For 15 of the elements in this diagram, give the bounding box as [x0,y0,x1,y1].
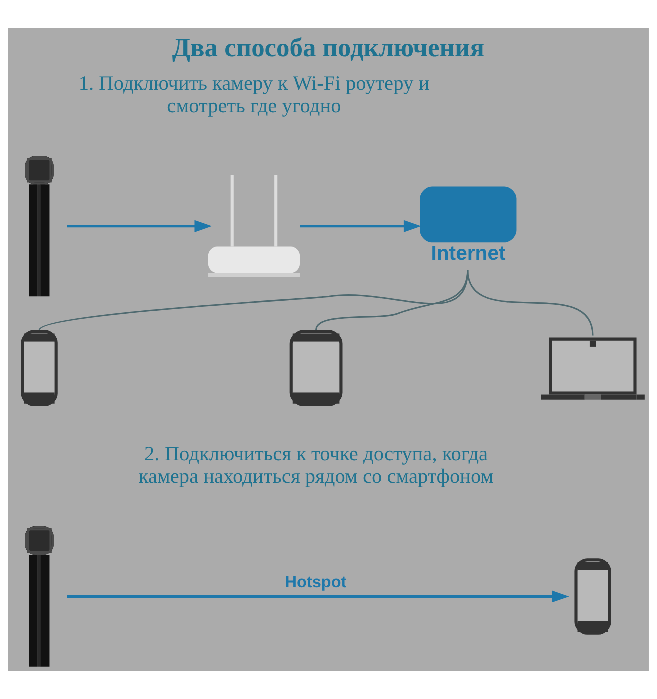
node-picture [290,330,343,406]
label: 2. Подключиться к точке доступа, когда камера находиться рядом со смартфоном [138,443,494,488]
arrow [300,220,422,232]
arrow [67,590,570,603]
connector [316,270,469,330]
node-label: Internet [431,242,506,265]
connector [467,270,594,336]
label: 1. Подключить камеру к Wi-Fi роутеру и смотреть где угодно [78,73,430,118]
arrow [67,220,212,232]
node-box [420,186,517,243]
connector [39,270,469,331]
diagram-title: Два способа подключения [172,32,485,62]
node-picture [21,330,58,406]
edge-label: Hotspot [285,573,347,592]
node-picture [574,558,612,635]
